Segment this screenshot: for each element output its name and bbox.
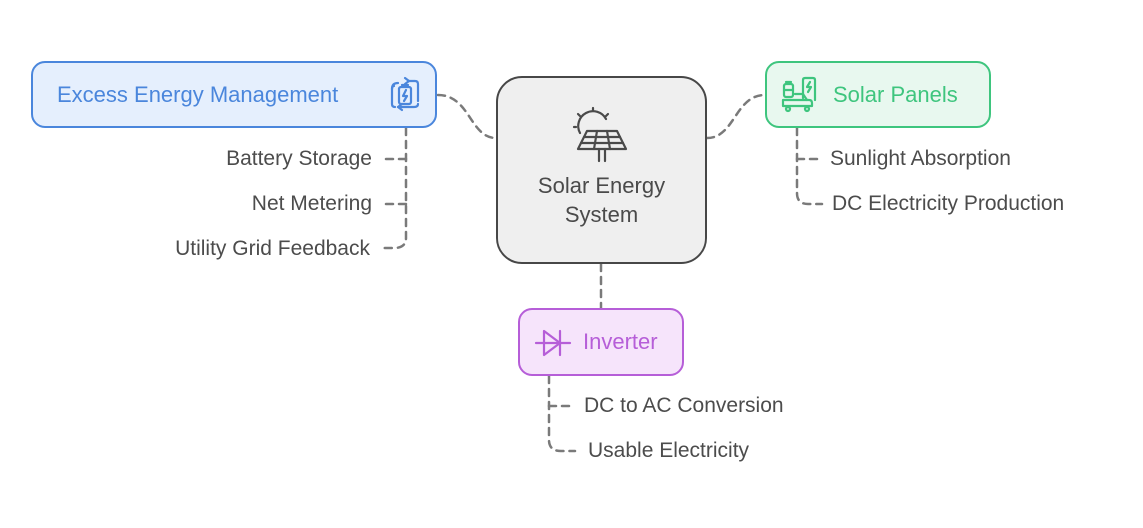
branch-inverter[interactable]: Inverter xyxy=(518,308,684,376)
ev-charging-icon xyxy=(781,76,817,113)
leaf-dc-to-ac-conversion: DC to AC Conversion xyxy=(584,394,784,417)
connector-central-panels xyxy=(705,93,767,140)
branch-excess-energy-management[interactable]: Excess Energy Management xyxy=(31,61,437,128)
connector-central-excess xyxy=(436,93,498,140)
solar-panel-sun-icon xyxy=(572,106,627,163)
connector-excess-trunk xyxy=(381,126,408,250)
branch-label: Inverter xyxy=(583,329,658,354)
central-title-line2: System xyxy=(564,202,639,227)
central-node[interactable]: Solar Energy System xyxy=(496,76,707,264)
branch-solar-panels[interactable]: Solar Panels xyxy=(765,61,991,128)
central-title: Solar Energy System xyxy=(538,171,665,229)
leaf-net-metering: Net Metering xyxy=(251,192,372,215)
leaf-sunlight-absorption: Sunlight Absorption xyxy=(830,147,1011,170)
diode-icon xyxy=(534,329,572,357)
battery-cycle-icon xyxy=(390,76,420,112)
branch-label: Solar Panels xyxy=(833,81,958,107)
leaf-dc-electricity-production: DC Electricity Production xyxy=(832,192,1065,215)
branch-label: Excess Energy Management xyxy=(57,81,339,107)
central-title-line1: Solar Energy xyxy=(537,173,666,198)
leaf-utility-grid-feedback: Utility Grid Feedback xyxy=(175,237,370,260)
connector-panels-trunk xyxy=(795,126,824,206)
leaf-battery-storage: Battery Storage xyxy=(226,147,372,170)
leaf-usable-electricity: Usable Electricity xyxy=(588,439,750,462)
connector-inverter-trunk xyxy=(547,374,577,453)
